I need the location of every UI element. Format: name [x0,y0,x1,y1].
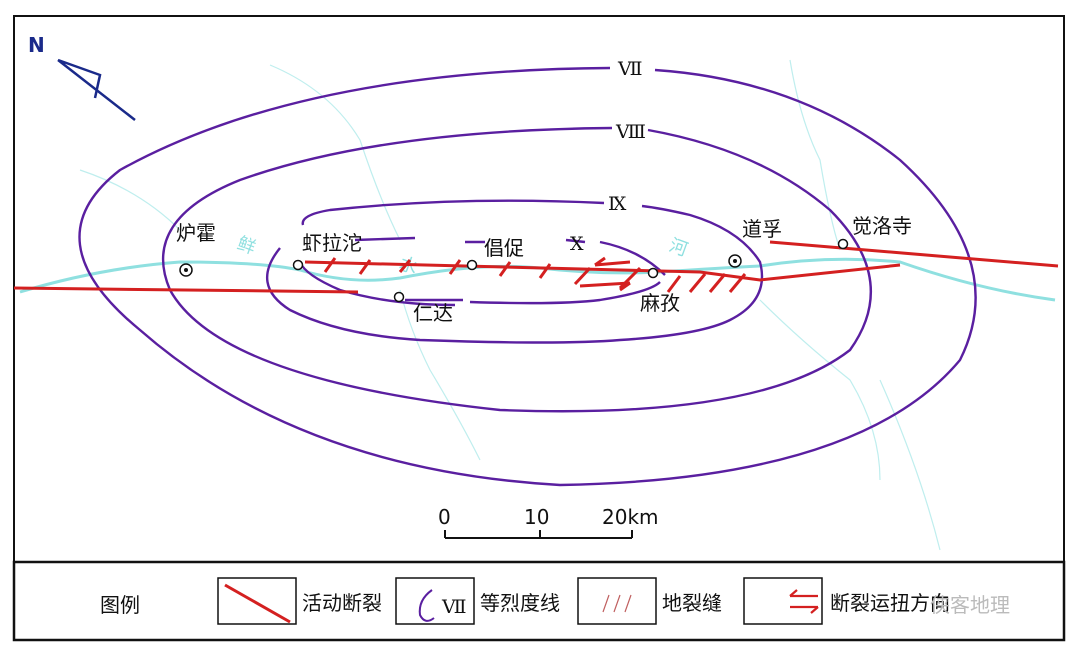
isoseismal-label-ix: Ⅸ [608,193,627,215]
legend-frame [12,560,1066,642]
place-jueluosi: 觉洛寺 [852,214,912,238]
legend-crack: 地裂缝 [662,591,722,615]
legend-direction: 断裂运扭方向 [830,591,950,615]
legend-isoseismal-box [395,577,475,625]
legend-crack-icon [602,594,632,613]
legend-title: 图例 [100,593,140,617]
place-renda: 仁达 [413,301,453,325]
scale-tick-10: 10 [524,505,549,529]
isoseismal-viii [161,126,873,413]
place-mazi: 麻孜 [640,291,680,315]
legend-direction-box [743,577,823,625]
place-luhuo: 炉霍 [176,221,216,245]
place-xialatuo: 虾拉沱 [302,231,362,255]
active-faults [13,240,1059,294]
place-daofu: 道孚 [742,217,782,241]
river-label-3: 河 [666,235,690,261]
legend-direction-icon [789,589,819,614]
isoseismal-ix [266,199,764,344]
north-label: N [28,33,45,57]
legend-isoseismal-icon [418,589,435,622]
legend-fault-box [217,577,297,625]
tributaries [79,59,941,551]
places [179,238,849,303]
legend-fault-icon [224,583,291,624]
north-arrow-icon [57,58,136,121]
legend-isoseismal: 等烈度线 [480,591,560,615]
scale-tick-0: 0 [438,505,451,529]
river-label-1: 鲜 [234,233,258,259]
isoseismal-label-x: Ⅹ [570,233,584,255]
place-changcu: 倡促 [484,236,524,260]
isoseismal-vii [78,66,977,487]
isoseismal-label-viii: Ⅷ [615,121,646,143]
isoseismal-label-vii: Ⅶ [617,58,643,80]
scale-tick-20: 20km [602,505,659,529]
scale-bar [444,530,633,539]
legend-crack-box [577,577,657,625]
legend-iso-sample: Ⅶ [441,596,467,618]
watermark: 侠客地理 [930,593,1010,617]
legend-fault: 活动断裂 [302,591,382,615]
